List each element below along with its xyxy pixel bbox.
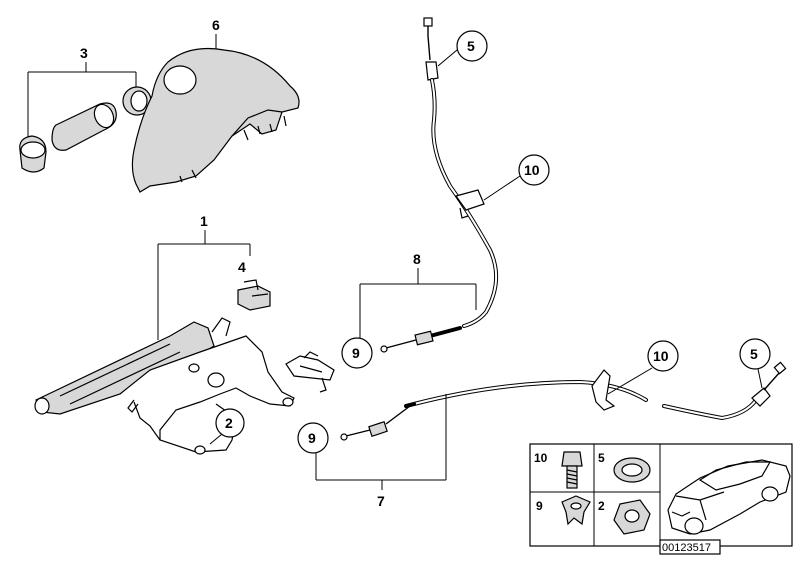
cable-bracket-part (455, 189, 485, 211)
bolt-icon (561, 451, 583, 489)
callout-10-lower (647, 340, 679, 372)
callout-5-lower (739, 338, 771, 370)
legend-label-10: 10 (534, 451, 548, 465)
legend-label-9: 9 (536, 499, 543, 513)
legend-label-5: 5 (598, 451, 605, 465)
cable-left: 10 5 9 7 (297, 338, 787, 509)
car-silhouette-icon (667, 459, 791, 535)
cable-nipple-lower-part (368, 421, 388, 437)
cable-nipple-part (414, 330, 434, 346)
handle-cover-part (131, 47, 300, 193)
callout-9-lower (297, 422, 329, 454)
handle-cover: 6 (131, 17, 300, 193)
handbrake-lever: 1 4 2 (34, 213, 335, 455)
label-9a: 9 (352, 345, 360, 361)
callout-9-upper (341, 337, 373, 369)
grip-sleeve-set: 3 (19, 45, 152, 173)
spring-nut-icon (561, 495, 591, 526)
legend-label-2: 2 (598, 499, 605, 513)
label-5a: 5 (467, 38, 475, 54)
callout-2 (215, 408, 245, 438)
callout-10-top (518, 154, 550, 186)
callout-5-top (456, 30, 488, 62)
label-6: 6 (212, 17, 220, 33)
ratchet-plate-part (285, 355, 335, 381)
hex-nut-icon (613, 499, 651, 535)
label-5b: 5 (750, 346, 758, 362)
label-4: 4 (238, 259, 246, 275)
label-7: 7 (377, 493, 385, 509)
label-2: 2 (225, 415, 233, 431)
label-1: 1 (200, 213, 208, 229)
cable-right: 5 10 8 9 (341, 17, 550, 369)
grommet-icon (613, 457, 651, 483)
legend-box: 10 5 9 2 (529, 443, 793, 555)
label-10a: 10 (524, 162, 540, 178)
label-10b: 10 (653, 348, 669, 364)
label-8: 8 (413, 251, 421, 267)
label-3: 3 (80, 45, 88, 61)
switch-clip-part (237, 285, 271, 311)
label-9b: 9 (308, 430, 316, 446)
diagram-id: 00123517 (662, 542, 711, 554)
cable-bracket-lower-part (591, 369, 616, 411)
